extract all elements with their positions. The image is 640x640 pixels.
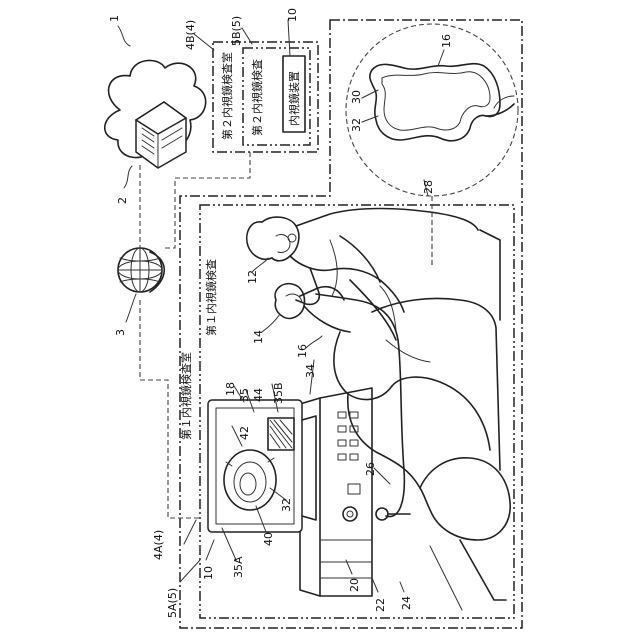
ref-35A: 35A xyxy=(232,556,245,578)
ref-35B: 35B xyxy=(272,382,285,404)
ref-16-cable: 16 xyxy=(296,344,309,358)
ref-35: 35 xyxy=(238,388,251,402)
ref-2: 2 xyxy=(116,197,129,204)
server-icon xyxy=(136,102,186,168)
connector-port-2 xyxy=(376,508,388,520)
ref-28: 28 xyxy=(422,180,435,194)
ref-24: 24 xyxy=(400,596,413,610)
bed-and-drape xyxy=(334,230,510,610)
endoscope-cable xyxy=(316,294,404,517)
ref-12: 12 xyxy=(246,270,259,284)
ref-5B: 5B(5) xyxy=(230,16,243,46)
ref-26: 26 xyxy=(364,462,377,476)
ref-42: 42 xyxy=(238,426,251,440)
leader-16-colon xyxy=(438,50,444,66)
magnified-view-circle xyxy=(346,24,518,196)
ref-34: 34 xyxy=(304,364,317,378)
ref-10-bottom: 10 xyxy=(202,566,215,580)
ref-18: 18 xyxy=(224,382,237,396)
ref-32-monitor: 32 xyxy=(280,498,293,512)
label-first-exam: 第１内視鏡検査 xyxy=(204,259,218,336)
ref-32-colon: 32 xyxy=(350,118,363,132)
ref-40: 40 xyxy=(262,532,275,546)
ref-5A: 5A(5) xyxy=(166,588,179,618)
ref-20: 20 xyxy=(348,578,361,592)
label-second-exam: 第２内視鏡検査 xyxy=(250,59,264,136)
colon-inner xyxy=(382,72,490,131)
colon-illustration xyxy=(370,64,500,141)
ref-1: 1 xyxy=(108,15,121,22)
label-first-exam-room: 第１内視鏡検査室 xyxy=(179,352,193,440)
connector-port-1 xyxy=(343,507,357,521)
ref-44: 44 xyxy=(252,388,265,402)
ref-10-top: 10 xyxy=(286,8,299,22)
ref-3: 3 xyxy=(114,329,127,336)
ref-4B: 4B(4) xyxy=(184,20,197,50)
ref-22: 22 xyxy=(374,598,387,612)
label-endoscope-device: 内視鏡装置 xyxy=(287,71,301,126)
ref-14: 14 xyxy=(252,330,265,344)
physician-figure xyxy=(247,209,478,313)
ref-30: 30 xyxy=(350,90,363,104)
network-line-top xyxy=(165,152,250,248)
label-second-exam-room: 第２内視鏡検査室 xyxy=(220,52,234,140)
ref-4A: 4A(4) xyxy=(152,530,165,560)
control-buttons xyxy=(338,412,360,494)
monitor xyxy=(208,400,316,532)
ref-16-colon: 16 xyxy=(440,34,453,48)
globe-icon xyxy=(118,248,164,292)
